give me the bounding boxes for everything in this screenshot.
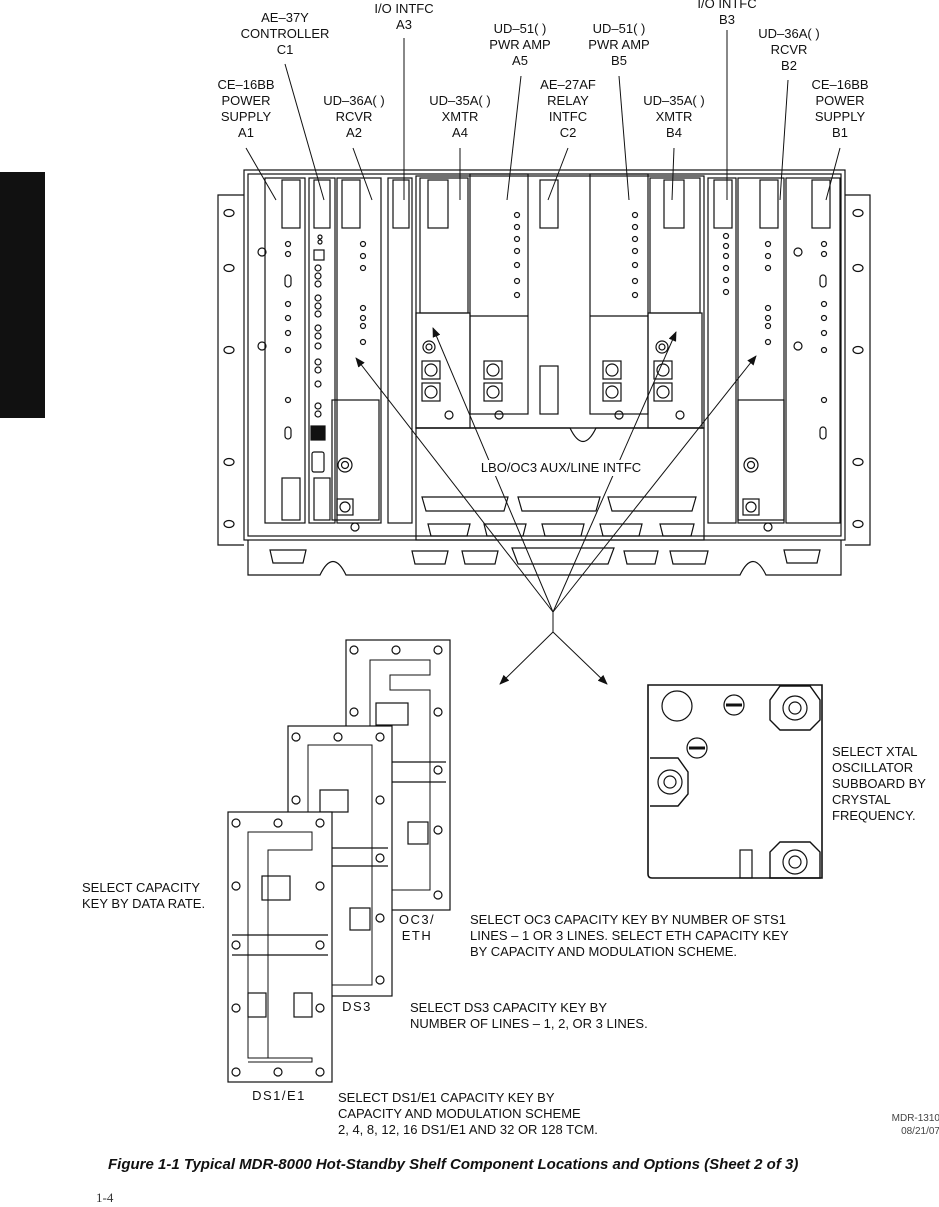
label-lbo-oc3-aux-line-intfc: LBO/OC3 AUX/LINE INTFC [464, 460, 658, 476]
card-ud51-b5 [589, 173, 649, 415]
card-ce16bb-a1 [264, 177, 306, 524]
xtal-oscillator-subboard [647, 684, 823, 879]
card-ud51-a5 [469, 173, 529, 415]
key-label-ds1-e1: DS1/E1 [252, 1088, 306, 1103]
page-number: 1-4 [96, 1190, 114, 1205]
left-card-group [264, 177, 413, 524]
card-ce16bb-b1 [785, 177, 841, 524]
center-card-group [269, 173, 821, 565]
card-io-a3 [387, 177, 413, 524]
right-card-group [707, 177, 841, 532]
card-ud35a-b4 [649, 177, 701, 314]
card-ud36a-a2 [336, 177, 382, 524]
key-label-ds3: DS3 [342, 999, 372, 1014]
section-tab [0, 172, 45, 418]
key-label-oc3-eth: OC3/ETH [398, 912, 436, 943]
leader-lines [245, 30, 841, 201]
note-oc3-eth-capacity: SELECT OC3 CAPACITY KEY BY NUMBER OF STS… [470, 912, 789, 959]
figure-caption: Figure 1-1 Typical MDR-8000 Hot-Standby … [108, 1156, 799, 1173]
left-card-details [257, 234, 367, 532]
card-io-b3 [707, 177, 737, 524]
card-ud35a-a4 [419, 177, 469, 314]
card-ae37y-c1 [308, 177, 336, 524]
key-ds1-e1 [227, 811, 333, 1083]
card-ud36a-b2 [737, 177, 785, 524]
